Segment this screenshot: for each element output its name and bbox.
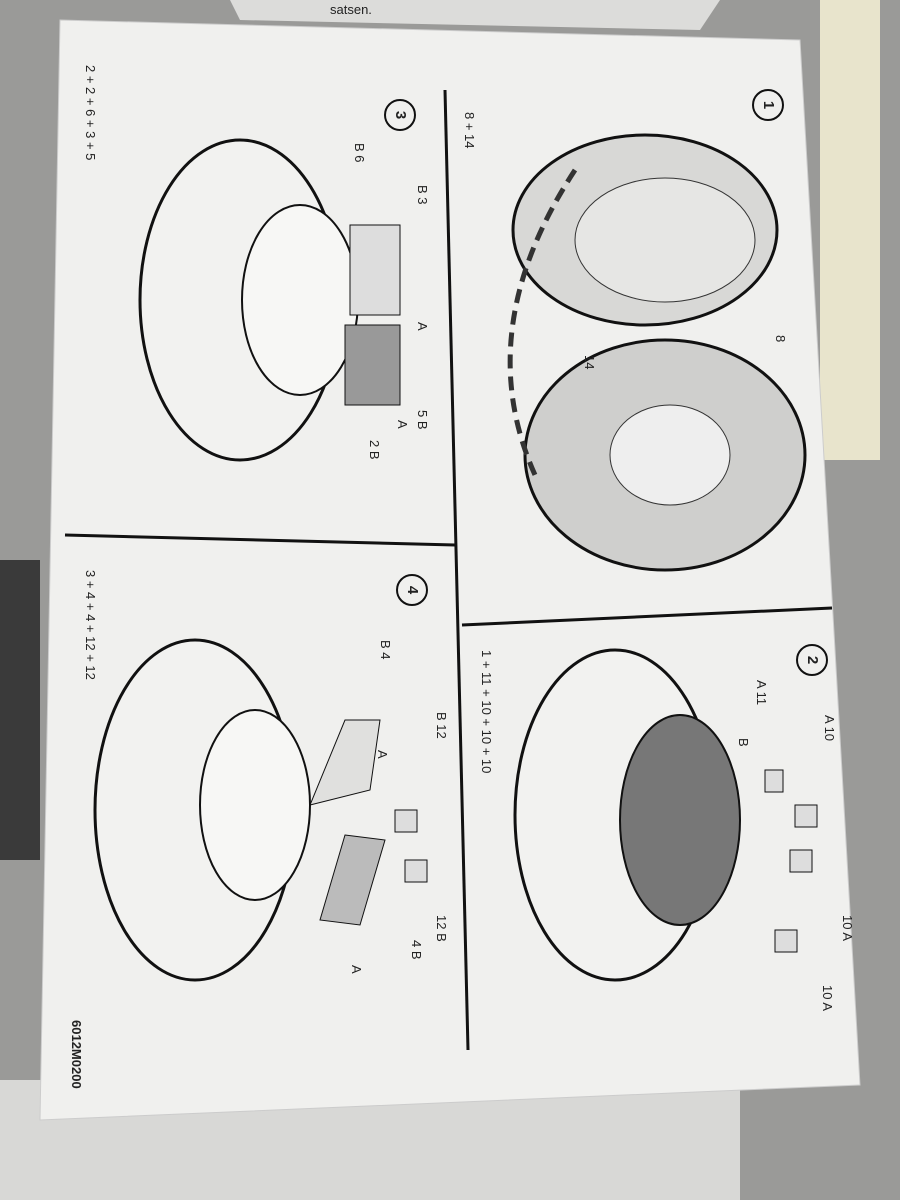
dark-object — [0, 560, 40, 860]
callout-label: 2 B — [367, 440, 382, 460]
callout-label: B 6 — [352, 143, 367, 163]
step-3-panel: 3 2 + 2 + 6 + 3 + 5 B 3 B 6 A 5 B A 2 B — [83, 65, 430, 462]
step-1-number-badge — [752, 89, 784, 121]
callout-label: B — [736, 738, 751, 747]
step-2-number-badge — [796, 644, 828, 676]
divider-right — [461, 606, 833, 627]
background-sheet — [230, 0, 720, 30]
step-3-formula: 2 + 2 + 6 + 3 + 5 — [83, 65, 98, 160]
wall-panel-part — [309, 719, 381, 806]
callout-label: A — [349, 965, 364, 974]
control-panel-part — [344, 324, 401, 406]
sheet-code: 6012M0200 — [69, 1020, 84, 1089]
callout-label: 4 B — [409, 940, 424, 960]
step-4-formula: 3 + 4 + 4 + 12 + 12 — [83, 570, 98, 680]
wood-block — [820, 0, 880, 460]
step-2-panel: 2 1 + 11 + 10 + 10 + 10 A 11 A 10 B 10 A… — [479, 644, 855, 1011]
callout-label: 1 — [760, 101, 777, 109]
callout-label: 8 — [773, 335, 788, 342]
callout-label: 12 B — [434, 915, 449, 942]
step-3-number-badge — [384, 99, 416, 131]
divider-left — [64, 533, 456, 547]
callout-label: 4 — [404, 586, 421, 595]
step-2-formula: 1 + 11 + 10 + 10 + 10 — [479, 650, 494, 773]
step-4-number-badge — [396, 574, 428, 606]
callout-label: A — [375, 750, 390, 759]
divider-vertical — [443, 89, 470, 1051]
step-1-formula: 8 + 14 — [462, 112, 477, 149]
callout-label: B 3 — [415, 185, 430, 205]
control-panel-part — [349, 224, 401, 316]
assembly-arrow — [507, 168, 578, 477]
callout-label: 2 — [804, 656, 821, 664]
callout-label: B 12 — [434, 712, 449, 739]
callout-label: A — [395, 420, 410, 429]
step-4-panel: 4 3 + 4 + 4 + 12 + 12 B 4 A B 12 12 B 4 … — [83, 570, 449, 982]
callout-label: 10 A — [840, 915, 855, 941]
callout-label: 14 — [582, 355, 597, 369]
callout-label: A 11 — [754, 680, 769, 705]
step-1-panel: 1 8 + 14 14 8 — [462, 89, 807, 572]
callout-label: 10 A — [820, 985, 835, 1011]
callout-label: 3 — [392, 111, 409, 119]
callout-label: A — [415, 322, 430, 331]
callout-label: A 10 — [822, 715, 837, 741]
wall-panel-part — [319, 834, 386, 926]
callout-label: B 4 — [378, 640, 393, 660]
background-sheet-text: satsen. — [330, 2, 372, 17]
callout-label: 5 B — [415, 410, 430, 430]
